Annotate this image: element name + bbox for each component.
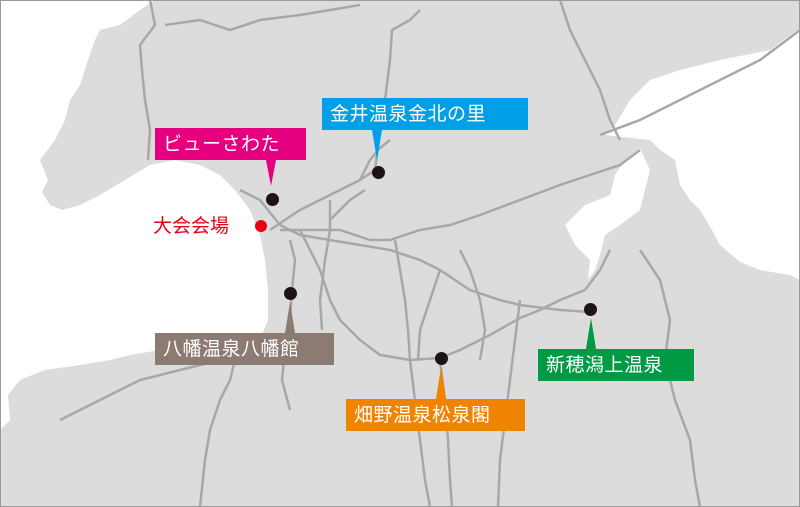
location-marker-kanai-onsen[interactable]	[372, 166, 385, 179]
location-marker-hatano-onsen[interactable]	[435, 352, 448, 365]
venue-label: 大会会場	[153, 215, 230, 237]
pointer-niibo-onsen	[586, 318, 596, 349]
lake	[565, 148, 650, 280]
pointer-yahata-onsen	[285, 302, 295, 333]
location-marker-yahata-onsen[interactable]	[284, 287, 297, 300]
marker-label-view-sawata[interactable]: ビューさわた	[155, 128, 306, 160]
pointer-kanai-onsen	[372, 130, 382, 160]
pointer-view-sawata	[266, 160, 276, 186]
marker-label-hatano-onsen[interactable]: 畑野温泉松泉閣	[346, 399, 525, 431]
marker-label-kanai-onsen[interactable]: 金井温泉金北の里	[322, 98, 528, 130]
location-marker-view-sawata[interactable]	[266, 193, 279, 206]
pointer-hatano-onsen	[436, 367, 446, 399]
location-marker-niibo-onsen[interactable]	[584, 303, 597, 316]
marker-label-yahata-onsen[interactable]: 八幡温泉八幡館	[155, 333, 334, 365]
venue-marker[interactable]	[255, 220, 267, 232]
marker-label-niibo-onsen[interactable]: 新穂潟上温泉	[538, 349, 694, 381]
